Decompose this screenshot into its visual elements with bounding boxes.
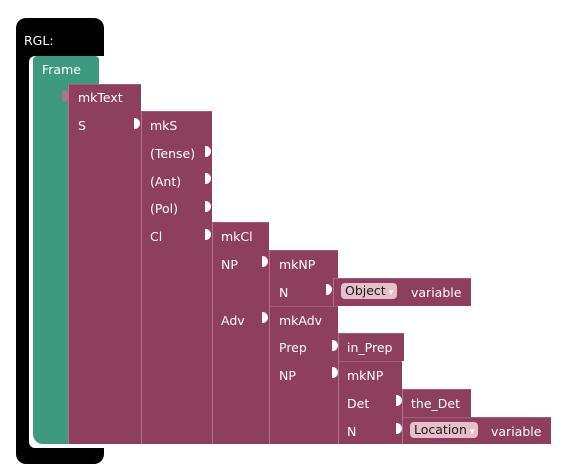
- the-det-label: the_Det: [411, 396, 460, 411]
- mknp-arg-det: Det: [347, 396, 370, 411]
- mkcl-block[interactable]: [212, 222, 269, 444]
- mkadv-np-socket: [332, 367, 338, 378]
- mktext-block[interactable]: [68, 84, 141, 444]
- mktext-arg-s: S: [78, 118, 86, 133]
- mknp-label-1: mkNP: [279, 257, 316, 272]
- in-prep-block[interactable]: [338, 333, 404, 361]
- mkcl-adv-socket: [262, 312, 268, 323]
- tense-socket[interactable]: [205, 146, 211, 157]
- rgl-label: RGL:: [24, 33, 54, 48]
- the-det-block[interactable]: [402, 389, 471, 417]
- in-prep-label: in_Prep: [347, 340, 393, 355]
- mks-arg-tense: (Tense): [150, 146, 196, 161]
- mknp-n-socket-2: [396, 423, 402, 434]
- mknp-arg-n-2: N: [347, 424, 357, 439]
- mktext-s-socket: [134, 118, 140, 129]
- mkadv-label: mkAdv: [279, 313, 323, 328]
- mks-arg-ant: (Ant): [150, 174, 182, 189]
- location-dropdown[interactable]: Location▾: [410, 422, 479, 438]
- mkcl-label: mkCl: [221, 229, 253, 244]
- chevron-down-icon: ▾: [388, 288, 394, 298]
- mks-label: mkS: [150, 118, 178, 133]
- mkadv-block[interactable]: [269, 306, 338, 444]
- mkadv-arg-np: NP: [279, 368, 296, 383]
- location-variable-label: variable: [491, 424, 542, 439]
- object-dropdown[interactable]: Object▾: [341, 283, 398, 299]
- mkadv-prep-socket: [332, 340, 338, 351]
- object-variable-label: variable: [411, 285, 462, 300]
- mknp-label-2: mkNP: [347, 368, 384, 383]
- pol-socket[interactable]: [205, 201, 211, 212]
- ant-socket[interactable]: [205, 173, 211, 184]
- mkcl-arg-adv: Adv: [221, 313, 245, 328]
- mknp-block-2[interactable]: [338, 361, 402, 444]
- chevron-down-icon: ▾: [469, 427, 475, 437]
- mks-arg-pol: (Pol): [150, 201, 178, 216]
- mkcl-arg-np: NP: [221, 257, 238, 272]
- cl-socket: [205, 229, 211, 240]
- mknp-block-1[interactable]: [269, 250, 338, 307]
- frame-label: Frame: [42, 62, 81, 77]
- mks-block[interactable]: [141, 111, 212, 444]
- mks-arg-cl: Cl: [150, 229, 163, 244]
- mknp-det-socket: [396, 395, 402, 406]
- mktext-label: mkText: [78, 90, 123, 105]
- mktext-input-connector: [62, 90, 68, 102]
- mknp-arg-n-1: N: [279, 285, 289, 300]
- mknp-n-socket-1: [326, 284, 332, 295]
- mkcl-np-socket: [262, 256, 268, 267]
- mkadv-arg-prep: Prep: [279, 340, 307, 355]
